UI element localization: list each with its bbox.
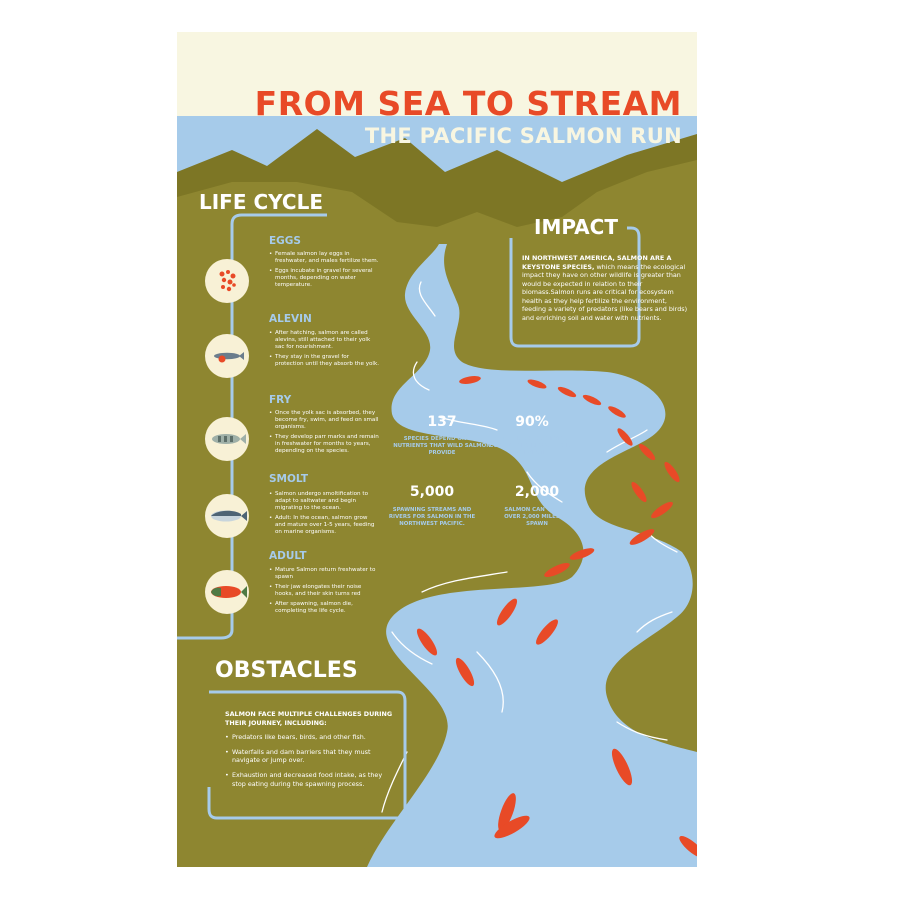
obstacle-item: Predators like bears, birds, and other f… (225, 733, 395, 742)
eggs-circle (205, 259, 249, 303)
stage-adult-text: Mature Salmon return freshwater to spawn… (269, 567, 379, 618)
poster-subtitle: THE PACIFIC SALMON RUN (364, 124, 682, 148)
stage-fry-bullet: Once the yolk sac is absorbed, they beco… (269, 410, 379, 431)
stat-value: 90% (515, 414, 549, 430)
stage-adult-bullet: Mature Salmon return freshwater to spawn (269, 567, 379, 581)
river (367, 244, 697, 867)
adult-salmon-icon (211, 586, 247, 598)
stage-eggs-bullet: Eggs incubate in gravel for several mont… (269, 268, 379, 289)
stat-text: SPAWNING STREAMS AND RIVERS FOR SALMON I… (388, 507, 476, 527)
stage-fry-bullet: They develop parr marks and remain in fr… (269, 434, 379, 455)
salmon-school (416, 376, 697, 858)
stage-smolt-bullet: Adult: In the ocean, salmon grow and mat… (269, 515, 379, 536)
obstacles-box (207, 690, 407, 820)
stage-adult-bullet: After spawning, salmon die, completing t… (269, 601, 379, 615)
stage-adult-bullet: Their jaw elongates their noise hooks, a… (269, 584, 379, 598)
stage-adult-heading: ADULT (269, 550, 307, 562)
adult-circle (205, 570, 249, 614)
stage-smolt-heading: SMOLT (269, 473, 309, 485)
stage-smolt-text: Salmon undergo smoltification to adapt t… (269, 491, 379, 539)
stage-alevin-text: After hatching, salmon are called alevin… (269, 330, 379, 371)
obstacles-lead: SALMON FACE MULTIPLE CHALLENGES DURING T… (225, 710, 393, 727)
stat-value: 2,000 (514, 484, 560, 500)
obstacles-heading: OBSTACLES (215, 658, 358, 683)
smolt-circle (205, 494, 249, 538)
life-cycle-heading: LIFE CYCLE (199, 190, 324, 214)
stage-smolt-bullet: Salmon undergo smoltification to adapt t… (269, 491, 379, 512)
river-wave-lines (381, 281, 678, 813)
impact-heading: IMPACT (534, 215, 618, 239)
poster: FROM SEA TO STREAM THE PACIFIC SALMON RU… (177, 32, 697, 867)
stat-value: 137 (427, 414, 457, 430)
stage-alevin-bullet: They stay in the gravel for protection u… (269, 354, 379, 368)
stage-fry-text: Once the yolk sac is absorbed, they beco… (269, 410, 379, 458)
alevin-circle (205, 334, 249, 378)
poster-title: FROM SEA TO STREAM (254, 84, 682, 123)
obstacle-item: Waterfalls and dam barriers that they mu… (225, 748, 395, 765)
stage-eggs-text: Female salmon lay eggs in freshwater, an… (269, 251, 379, 292)
fry-circle (205, 417, 249, 461)
impact-box (509, 226, 641, 348)
stage-eggs-bullet: Female salmon lay eggs in freshwater, an… (269, 251, 379, 265)
alevin-icon (214, 352, 244, 363)
impact-lead: IN NORTHWEST AMERICA, SALMON ARE A KEYST… (522, 254, 672, 271)
fry-fish-icon (212, 434, 246, 444)
stage-fry-heading: FRY (269, 394, 292, 406)
stat-text: OF STREAM HABITAT IS CONSIDERED DEGRADED… (489, 436, 579, 456)
obstacle-item: Exhaustion and decreased food intake, as… (225, 771, 395, 788)
smolt-fish-icon (211, 510, 247, 522)
stage-alevin-heading: ALEVIN (269, 313, 312, 325)
obstacles-text: SALMON FACE MULTIPLE CHALLENGES DURING T… (225, 710, 395, 788)
stat-text: SALMON CAN TRAVEL OVER 2,000 MILES TO SP… (504, 507, 570, 527)
stage-alevin-bullet: After hatching, salmon are called alevin… (269, 330, 379, 351)
stage-eggs-heading: EGGS (269, 235, 301, 247)
impact-body: which means the ecological impact they h… (522, 262, 688, 322)
impact-text: IN NORTHWEST AMERICA, SALMON ARE A KEYST… (522, 254, 690, 322)
stat-value: 5,000 (409, 484, 455, 500)
stat-text: SPECIES DEPEND ON THE NUTRIENTS THAT WIL… (393, 436, 491, 456)
salmon-eggs-icon (219, 270, 236, 292)
